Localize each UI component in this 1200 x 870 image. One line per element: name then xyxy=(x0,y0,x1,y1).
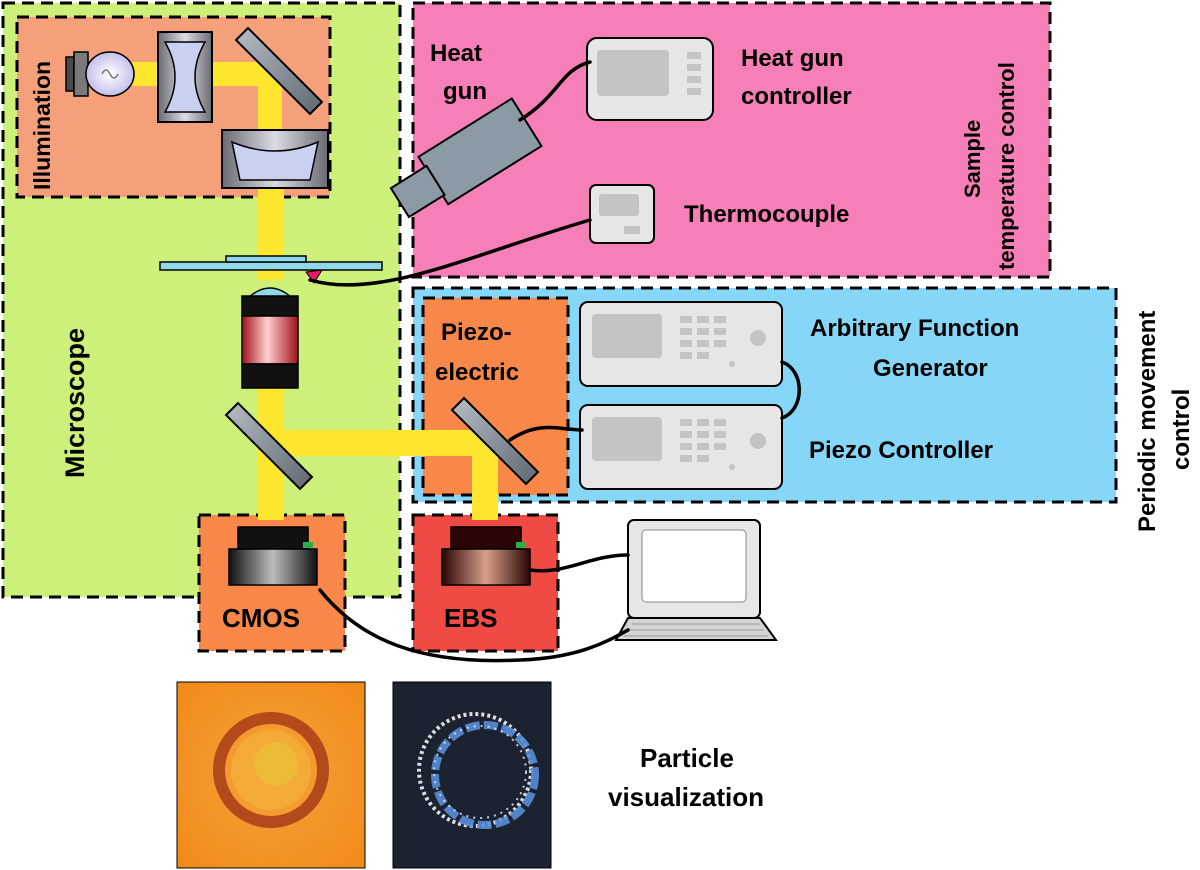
heat-gun-label-line2: gun xyxy=(443,78,487,105)
piezo-label-line2: electric xyxy=(435,359,519,386)
periodic-movement-control-label: Periodic movement control xyxy=(1134,304,1195,532)
objective-lens-icon xyxy=(241,287,299,389)
piezo-controller-label: Piezo Controller xyxy=(809,437,993,464)
sample-temperature-control-label: Sample temperature control xyxy=(960,62,1019,270)
thermocouple-reader-icon xyxy=(589,184,655,244)
computer-icon xyxy=(614,519,778,641)
particle-visualization-label: Particle visualization xyxy=(608,743,764,812)
heat-gun-controller-icon xyxy=(586,37,714,121)
ebs-particle-image xyxy=(392,681,552,869)
heat-gun-controller-label-line1: Heat gun xyxy=(741,45,844,72)
function-generator-label-line2: Generator xyxy=(873,355,988,382)
periodic-label-line2: control xyxy=(1168,389,1195,470)
cmos-particle-image xyxy=(176,681,366,869)
piezo-mirror-icon xyxy=(450,396,540,486)
heat-gun-controller-label: Heat gun controller xyxy=(741,45,852,110)
function-generator-label: Arbitrary Function Generator xyxy=(810,315,1026,382)
illumination-label: Illumination xyxy=(29,61,55,190)
particle-label-line2: visualization xyxy=(608,782,764,812)
sample-temperature-label-line2: temperature control xyxy=(994,62,1019,270)
ebs-camera-icon xyxy=(441,526,531,586)
piezo-electric-label: Piezo- electric xyxy=(435,319,519,386)
heat-gun-icon xyxy=(389,97,543,219)
ebs-label: EBS xyxy=(444,603,497,633)
collector-lens-icon xyxy=(157,31,213,123)
sample-stage xyxy=(159,255,383,271)
function-generator-label-line1: Arbitrary Function xyxy=(810,315,1019,342)
function-generator-icon xyxy=(579,301,783,387)
particle-label-line1: Particle xyxy=(640,743,734,773)
condenser-lens-icon xyxy=(221,129,329,189)
thermocouple-label: Thermocouple xyxy=(684,201,849,228)
beam-splitter-mirror-icon xyxy=(224,401,314,491)
heat-gun-label-line1: Heat xyxy=(430,40,482,67)
sample-temperature-label-line1: Sample xyxy=(960,120,985,198)
illumination-mirror-icon xyxy=(234,26,324,116)
periodic-label-line1: Periodic movement xyxy=(1134,311,1161,532)
thermocouple-tip-icon xyxy=(305,269,323,284)
cmos-label: CMOS xyxy=(222,603,300,633)
cmos-camera-icon xyxy=(228,526,318,586)
heat-gun-label: Heat gun xyxy=(430,40,489,105)
cables xyxy=(308,60,801,663)
microscope-label: Microscope xyxy=(60,328,90,478)
lamp-icon xyxy=(65,51,135,97)
piezo-controller-icon xyxy=(579,404,783,490)
heat-gun-controller-label-line2: controller xyxy=(741,83,852,110)
piezo-label-line1: Piezo- xyxy=(441,319,512,346)
